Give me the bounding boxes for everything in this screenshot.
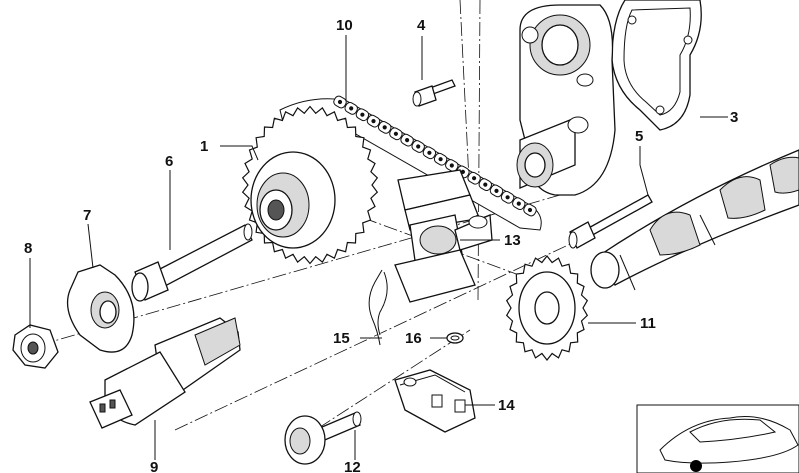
callout-16: 16 [405,330,422,347]
callout-14: 14 [498,397,515,414]
spring-clip[interactable] [368,269,388,346]
central-bolt[interactable] [131,223,253,302]
callout-9: 9 [150,459,158,473]
callout-3: 3 [730,109,738,126]
callout-11: 11 [640,315,656,332]
leader-lines [29,35,728,460]
o-ring[interactable] [446,332,464,344]
bolt-long[interactable] [568,194,653,249]
timing-chain[interactable] [279,95,542,231]
car-silhouette-icon[interactable] [636,404,799,473]
callout-8: 8 [24,240,32,257]
vanos-housing[interactable] [516,4,616,196]
callout-labels: 1 3 4 5 6 7 8 9 10 11 12 13 14 15 16 [24,17,738,473]
chain-tensioner[interactable] [394,169,493,303]
callout-10: 10 [336,17,353,34]
callout-15: 15 [333,330,350,347]
camshaft[interactable] [590,149,799,291]
camshaft-sprocket-adjuster[interactable] [241,105,379,265]
callout-1: 1 [200,138,208,155]
solenoid-valve[interactable] [89,317,241,429]
guide-rail[interactable] [394,369,476,433]
bolt-bottom[interactable] [284,411,362,465]
callout-12: 12 [344,459,361,473]
plate-washer[interactable] [66,264,135,353]
nut[interactable] [12,324,59,369]
callout-5: 5 [635,128,643,145]
callout-7: 7 [83,207,91,224]
gasket[interactable] [611,0,702,131]
callout-13: 13 [504,232,521,249]
sprocket-small[interactable] [505,255,589,361]
bolt-small[interactable] [412,79,456,107]
callout-6: 6 [165,153,173,170]
callout-4: 4 [417,17,426,34]
